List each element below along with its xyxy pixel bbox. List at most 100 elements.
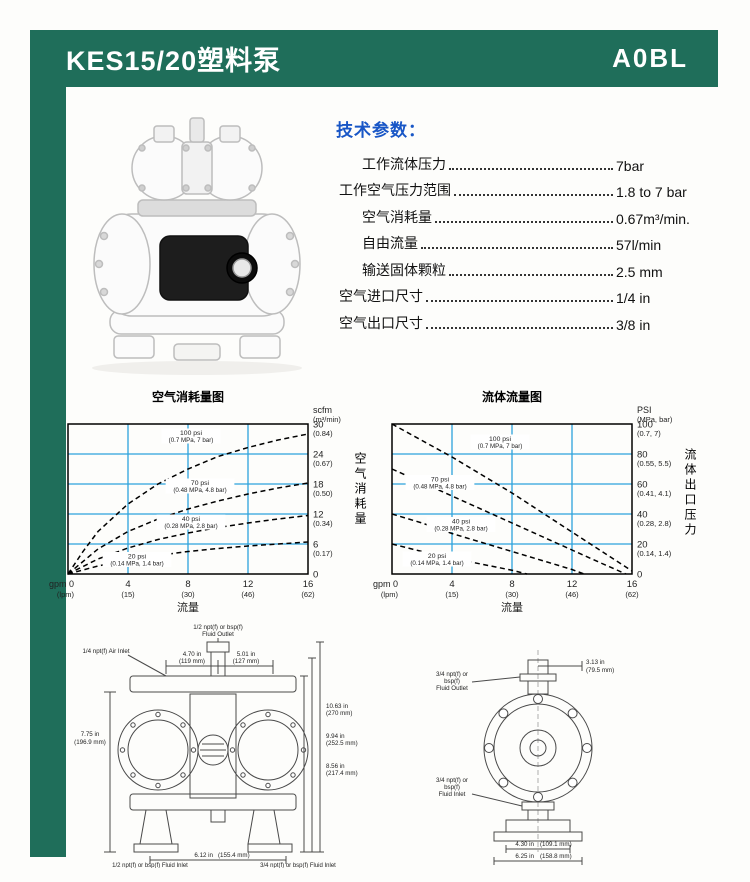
spec-label: 空气进口尺寸 — [339, 288, 423, 304]
svg-text:100: 100 — [637, 420, 653, 431]
air-inlet-label: 1/4 npt(f) Air Inlet — [82, 648, 129, 655]
svg-text:PSI: PSI — [637, 405, 652, 415]
svg-text:12: 12 — [567, 579, 578, 590]
spec-value: 0.67m³/min. — [616, 210, 690, 227]
svg-text:4: 4 — [125, 579, 130, 590]
fluid-outlet-label-2: Fluid Outlet — [202, 631, 234, 638]
spec-value: 57l/min — [616, 237, 662, 253]
svg-text:16: 16 — [303, 579, 314, 590]
spec-label: 空气消耗量 — [362, 208, 432, 225]
spec-value: 1.8 to 7 bar — [616, 184, 687, 200]
dim-775: 7.75 in — [81, 731, 100, 738]
svg-text:流量: 流量 — [177, 600, 199, 614]
svg-text:8: 8 — [509, 579, 514, 590]
svg-text:(0.28 MPa, 2.8 bar): (0.28 MPa, 2.8 bar) — [434, 525, 487, 532]
svg-text:24: 24 — [313, 450, 324, 461]
svg-text:(0.84): (0.84) — [313, 429, 333, 438]
dim-470: 4.70 in — [183, 651, 202, 658]
side-stripe — [30, 87, 66, 857]
svg-text:0: 0 — [313, 570, 318, 581]
spec-leader-dots — [449, 273, 613, 276]
svg-text:(62): (62) — [301, 590, 315, 599]
dim-994: 9.94 in — [326, 733, 345, 740]
svg-text:40: 40 — [637, 510, 648, 521]
dim-470-mm: (119 mm) — [179, 658, 205, 665]
svg-text:20 psi: 20 psi — [128, 554, 147, 561]
spec-value: 3/8 in — [616, 316, 651, 333]
svg-text:12: 12 — [313, 510, 324, 521]
spec-label: 空气出口尺寸 — [339, 314, 423, 331]
side-fluid-inlet-1: 3/4 npt(f) or — [436, 777, 468, 784]
svg-text:(15): (15) — [445, 590, 459, 599]
svg-text:(0.14 MPa, 1.4 bar): (0.14 MPa, 1.4 bar) — [410, 560, 463, 567]
svg-text:(0.48 MPa, 4.8 bar): (0.48 MPa, 4.8 bar) — [173, 487, 226, 494]
svg-text:80: 80 — [637, 450, 648, 461]
svg-text:70 psi: 70 psi — [431, 477, 450, 484]
side-fluid-outlet-1: 3/4 npt(f) or — [436, 671, 468, 678]
svg-text:scfm: scfm — [313, 405, 332, 415]
svg-text:(m³/min): (m³/min) — [313, 415, 341, 424]
svg-text:20 psi: 20 psi — [428, 553, 447, 560]
svg-text:(lpm): (lpm) — [57, 590, 75, 599]
spec-value: 1/4 in — [616, 290, 651, 306]
product-photo — [62, 96, 332, 381]
dim-313: 3.13 in — [586, 659, 605, 666]
svg-text:30: 30 — [313, 420, 324, 431]
svg-text:(0.17): (0.17) — [313, 549, 333, 558]
svg-text:40 psi: 40 psi — [452, 519, 471, 526]
spec-row: 空气消耗量 0.67m³/min. — [336, 203, 720, 230]
svg-text:(46): (46) — [565, 590, 579, 599]
svg-text:(MPa, bar): (MPa, bar) — [637, 415, 673, 424]
svg-text:(15): (15) — [121, 590, 135, 599]
spec-row: 空气出口尺寸 3/8 in — [336, 309, 720, 336]
svg-text:4: 4 — [449, 579, 454, 590]
dim-612: 6.12 in — [194, 852, 213, 859]
dim-430: 4.30 in — [515, 841, 534, 848]
svg-text:60: 60 — [637, 480, 648, 491]
svg-text:流量: 流量 — [501, 600, 523, 614]
svg-text:6: 6 — [313, 540, 318, 551]
svg-text:100 psi: 100 psi — [489, 436, 511, 443]
spec-row: 工作空气压力范围 1.8 to 7 bar — [336, 177, 720, 204]
svg-text:(0.7 MPa, 7 bar): (0.7 MPa, 7 bar) — [169, 437, 214, 444]
dim-612-mm: (155.4 mm) — [218, 852, 250, 859]
page-title: KES15/20塑料泵 — [66, 46, 282, 76]
dim-1063: 10.63 in — [326, 703, 349, 710]
dim-856: 8.56 in — [326, 763, 345, 770]
dim-856-mm: (217.4 mm) — [326, 770, 358, 777]
spec-leader-dots — [421, 247, 613, 249]
svg-text:18: 18 — [313, 480, 324, 491]
svg-text:100 psi: 100 psi — [180, 430, 202, 437]
spec-label: 输送固体颗粒 — [362, 261, 446, 278]
svg-text:(62): (62) — [625, 590, 639, 599]
svg-text:(0.28, 2.8): (0.28, 2.8) — [637, 519, 672, 528]
air-consumption-y-axis-label: 空气消耗量 — [353, 452, 367, 527]
svg-text:(0.67): (0.67) — [313, 459, 333, 468]
spec-row: 空气进口尺寸 1/4 in — [336, 283, 720, 310]
fluid-outlet-label: 1/2 npt(f) or bsp(f) — [193, 624, 243, 631]
svg-text:(0.41, 4.1): (0.41, 4.1) — [637, 489, 672, 498]
front-view-drawing: 1/2 npt(f) or bsp(f) Fluid Outlet 1/4 np… — [74, 624, 358, 868]
svg-text:20: 20 — [637, 540, 648, 551]
svg-text:(0.28 MPa, 2.8 bar): (0.28 MPa, 2.8 bar) — [164, 523, 217, 530]
svg-text:(0.14, 1.4): (0.14, 1.4) — [637, 549, 672, 558]
chart-title-fluid-flow: 流体流量图 — [481, 390, 542, 404]
spec-value: 2.5 mm — [616, 263, 663, 280]
chart-title-air-consumption: 空气消耗量图 — [151, 390, 224, 404]
svg-text:(0.14 MPa, 1.4 bar): (0.14 MPa, 1.4 bar) — [110, 560, 163, 567]
spec-label: 工作空气压力范围 — [339, 182, 451, 198]
svg-text:(0.7, 7): (0.7, 7) — [637, 429, 661, 438]
svg-text:16: 16 — [627, 579, 638, 590]
svg-text:(46): (46) — [241, 590, 255, 599]
spec-leader-dots — [454, 194, 613, 196]
spec-leader-dots — [449, 167, 613, 170]
svg-text:(0.50): (0.50) — [313, 489, 333, 498]
side-fluid-inlet-2: bsp(f) — [444, 784, 460, 791]
model-code: A0BL — [612, 43, 688, 73]
svg-text:gpm 0: gpm 0 — [49, 579, 74, 589]
